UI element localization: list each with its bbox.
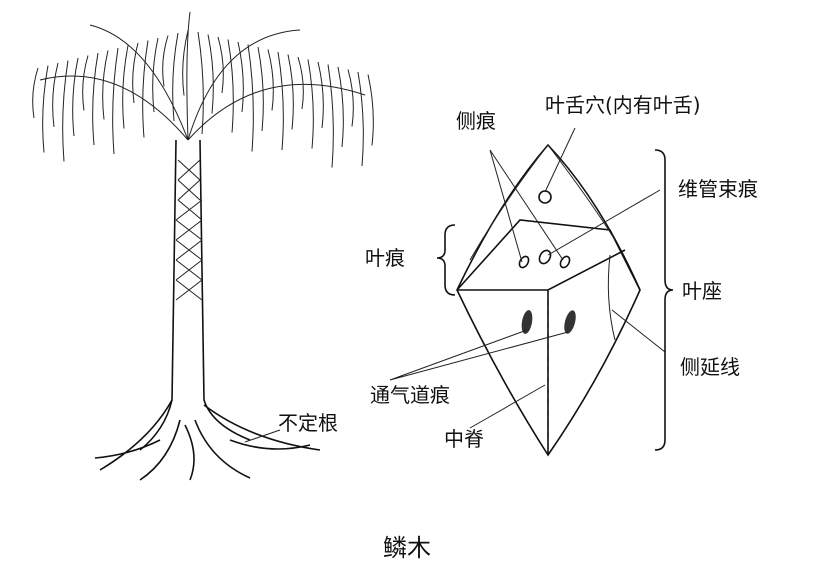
leaf-cushion-diagram: [244, 127, 674, 457]
ligule-pit-mark: [538, 190, 552, 204]
leaf-scar-brace: [436, 224, 456, 296]
leaf-scar-outline: [456, 219, 641, 455]
label-side-scar: 侧痕: [456, 109, 496, 133]
side-scar-mark-right: [559, 255, 571, 269]
leaf-cushion-brace: [654, 149, 674, 451]
label-leaf-scar: 叶痕: [365, 246, 405, 270]
crown-branches: [32, 11, 374, 168]
side-scar-mark-left: [518, 255, 530, 269]
label-lateral-line: 侧延线: [680, 355, 740, 379]
lepidodendron-tree-illustration: [32, 11, 374, 481]
tree-roots: [94, 399, 321, 481]
label-adventitious-root: 不定根: [278, 411, 338, 435]
tree-crown: [32, 11, 374, 168]
label-parichnos: 通气道痕: [370, 383, 450, 407]
label-ligule-pit: 叶舌穴(内有叶舌): [545, 93, 701, 117]
label-leaf-cushion: 叶座: [682, 279, 722, 303]
figure-caption: 鳞木: [383, 534, 431, 562]
parichnos-mark-right: [564, 310, 576, 334]
label-midrib: 中脊: [444, 427, 484, 451]
label-vascular-scar: 维管束痕: [678, 177, 758, 201]
parichnos-mark-left: [521, 310, 533, 334]
vascular-scar-mark: [538, 249, 552, 265]
